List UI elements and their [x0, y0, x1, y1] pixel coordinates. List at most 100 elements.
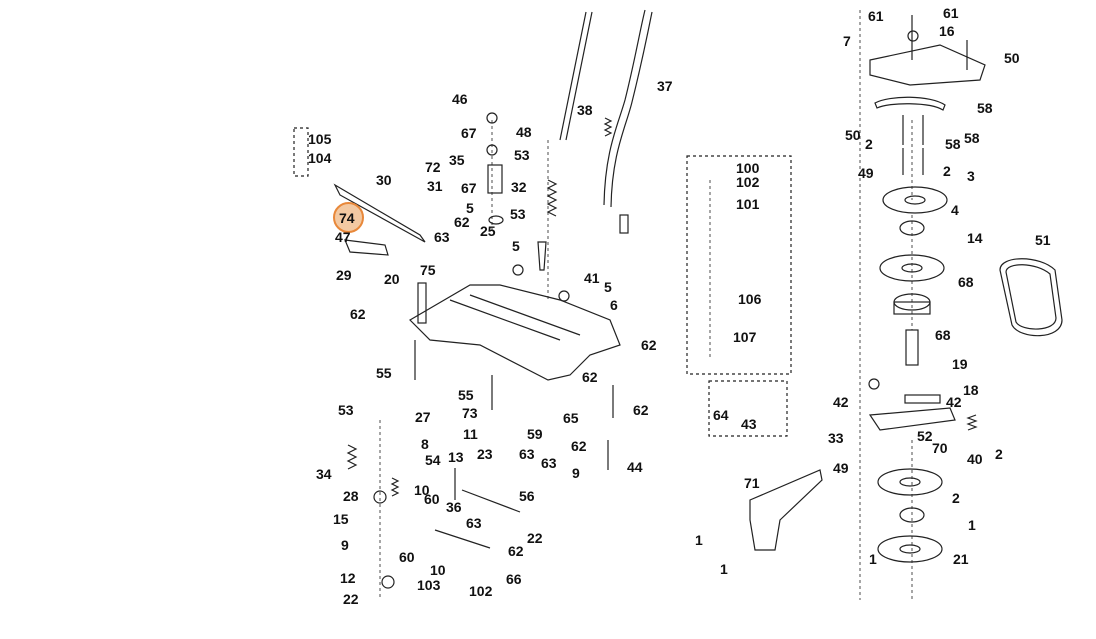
- part-label[interactable]: 10: [430, 562, 446, 578]
- part-label[interactable]: 58: [977, 100, 993, 116]
- part-label[interactable]: 60: [399, 549, 415, 565]
- part-label[interactable]: 11: [463, 426, 478, 442]
- part-label[interactable]: 22: [343, 591, 359, 607]
- part-label[interactable]: 41: [584, 270, 600, 286]
- part-label[interactable]: 51: [1035, 232, 1051, 248]
- part-label[interactable]: 1: [695, 532, 703, 548]
- part-label[interactable]: 23: [477, 446, 493, 462]
- part-label[interactable]: 101: [736, 196, 760, 212]
- part-label[interactable]: 63: [541, 455, 557, 471]
- highlight-circle[interactable]: [333, 202, 364, 233]
- part-label[interactable]: 33: [828, 430, 844, 446]
- part-label[interactable]: 27: [415, 409, 431, 425]
- part-label[interactable]: 20: [384, 271, 400, 287]
- part-label[interactable]: 13: [448, 449, 464, 465]
- part-label[interactable]: 62: [350, 306, 366, 322]
- part-label[interactable]: 4: [951, 202, 959, 218]
- part-label[interactable]: 14: [967, 230, 983, 246]
- part-label[interactable]: 49: [858, 165, 874, 181]
- part-label[interactable]: 61: [868, 8, 884, 24]
- part-label[interactable]: 68: [958, 274, 974, 290]
- part-label[interactable]: 35: [449, 152, 465, 168]
- part-label[interactable]: 34: [316, 466, 332, 482]
- part-label[interactable]: 1: [720, 561, 728, 577]
- part-label[interactable]: 50: [845, 127, 861, 143]
- part-label[interactable]: 75: [420, 262, 436, 278]
- part-label[interactable]: 62: [454, 214, 470, 230]
- part-label[interactable]: 8: [421, 436, 429, 452]
- part-label[interactable]: 2: [995, 446, 1003, 462]
- part-label[interactable]: 63: [519, 446, 535, 462]
- part-label[interactable]: 63: [434, 229, 450, 245]
- part-label[interactable]: 16: [939, 23, 955, 39]
- part-label[interactable]: 65: [563, 410, 579, 426]
- part-label[interactable]: 106: [738, 291, 762, 307]
- part-label[interactable]: 62: [641, 337, 657, 353]
- part-label[interactable]: 9: [572, 465, 580, 481]
- part-label[interactable]: 48: [516, 124, 532, 140]
- part-label[interactable]: 102: [736, 174, 760, 190]
- part-label[interactable]: 10: [414, 482, 430, 498]
- part-label[interactable]: 43: [741, 416, 757, 432]
- part-label[interactable]: 105: [308, 131, 332, 147]
- part-label[interactable]: 36: [446, 499, 462, 515]
- part-label[interactable]: 1: [968, 517, 976, 533]
- part-label[interactable]: 68: [935, 327, 951, 343]
- part-label[interactable]: 59: [527, 426, 543, 442]
- part-label-highlighted[interactable]: 74: [339, 210, 355, 226]
- part-label[interactable]: 21: [953, 551, 969, 567]
- part-label[interactable]: 55: [376, 365, 392, 381]
- part-label[interactable]: 12: [340, 570, 356, 586]
- part-label[interactable]: 67: [461, 125, 477, 141]
- part-label[interactable]: 3: [967, 168, 975, 184]
- part-label[interactable]: 42: [833, 394, 849, 410]
- part-label[interactable]: 62: [633, 402, 649, 418]
- part-label[interactable]: 42: [946, 394, 962, 410]
- part-label[interactable]: 5: [512, 238, 520, 254]
- part-label[interactable]: 100: [736, 160, 760, 176]
- part-label[interactable]: 58: [964, 130, 980, 146]
- part-label[interactable]: 72: [425, 159, 441, 175]
- part-label[interactable]: 64: [713, 407, 729, 423]
- part-label[interactable]: 31: [427, 178, 443, 194]
- part-label[interactable]: 22: [527, 530, 543, 546]
- part-label[interactable]: 25: [480, 223, 496, 239]
- part-label[interactable]: 37: [657, 78, 673, 94]
- part-label[interactable]: 66: [506, 571, 522, 587]
- part-label[interactable]: 49: [833, 460, 849, 476]
- part-label[interactable]: 71: [744, 475, 760, 491]
- part-label[interactable]: 47: [335, 229, 351, 245]
- part-label[interactable]: 61: [943, 5, 959, 21]
- part-label[interactable]: 54: [425, 452, 441, 468]
- part-label[interactable]: 15: [333, 511, 349, 527]
- part-label[interactable]: 107: [733, 329, 757, 345]
- part-label[interactable]: 6: [610, 297, 618, 313]
- part-label[interactable]: 29: [336, 267, 352, 283]
- part-label[interactable]: 30: [376, 172, 392, 188]
- part-label[interactable]: 9: [341, 537, 349, 553]
- part-label[interactable]: 38: [577, 102, 593, 118]
- part-label[interactable]: 62: [582, 369, 598, 385]
- part-label[interactable]: 40: [967, 451, 983, 467]
- part-label[interactable]: 62: [571, 438, 587, 454]
- part-label[interactable]: 32: [511, 179, 527, 195]
- part-label[interactable]: 63: [466, 515, 482, 531]
- part-label[interactable]: 2: [952, 490, 960, 506]
- part-label[interactable]: 28: [343, 488, 359, 504]
- part-label[interactable]: 18: [963, 382, 979, 398]
- part-label[interactable]: 53: [514, 147, 530, 163]
- part-label[interactable]: 102: [469, 583, 493, 599]
- part-label[interactable]: 46: [452, 91, 468, 107]
- part-label[interactable]: 62: [508, 543, 524, 559]
- part-label[interactable]: 67: [461, 180, 477, 196]
- part-label[interactable]: 53: [510, 206, 526, 222]
- part-label[interactable]: 60: [424, 491, 440, 507]
- part-label[interactable]: 55: [458, 387, 474, 403]
- part-label[interactable]: 52: [917, 428, 933, 444]
- part-label[interactable]: 73: [462, 405, 478, 421]
- part-label[interactable]: 1: [869, 551, 877, 567]
- part-label[interactable]: 7: [843, 33, 851, 49]
- part-label[interactable]: 58: [945, 136, 961, 152]
- part-label[interactable]: 53: [338, 402, 354, 418]
- part-label[interactable]: 50: [1004, 50, 1020, 66]
